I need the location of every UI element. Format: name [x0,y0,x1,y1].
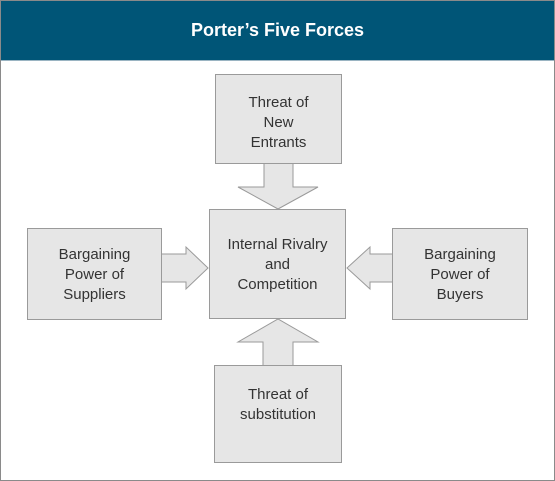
box-line: Threat of [247,386,309,403]
box-line: Suppliers [63,286,126,303]
box-line: Entrants [250,134,307,151]
box-line: substitution [240,406,316,423]
box-line: New [263,114,294,131]
threat-of-new-entrants-box: Threat of New Entrants [215,74,342,164]
box-line: Competition [237,276,318,293]
box-line: Power of [430,266,490,283]
box-line: and [264,256,291,273]
title-bar: Porter’s Five Forces [1,1,554,61]
box-line: Internal Rivalry [227,236,328,253]
box-line: Bargaining [424,246,496,263]
arrow-down [237,162,319,210]
box-line: Bargaining [58,246,131,263]
arrow-left [346,245,394,291]
arrow-up [236,318,320,367]
box-line: Buyers [436,286,484,303]
diagram-title: Porter’s Five Forces [190,20,365,40]
supplier-power-box: Bargaining Power of Suppliers [27,228,162,320]
box-line: Power of [64,266,125,283]
internal-rivalry-box: Internal Rivalry and Competition [209,209,346,319]
box-line: Threat of [248,94,309,111]
arrow-right [160,245,209,291]
buyer-power-box: Bargaining Power of Buyers [392,228,528,320]
threat-of-substitution-box: Threat of substitution [214,365,342,463]
